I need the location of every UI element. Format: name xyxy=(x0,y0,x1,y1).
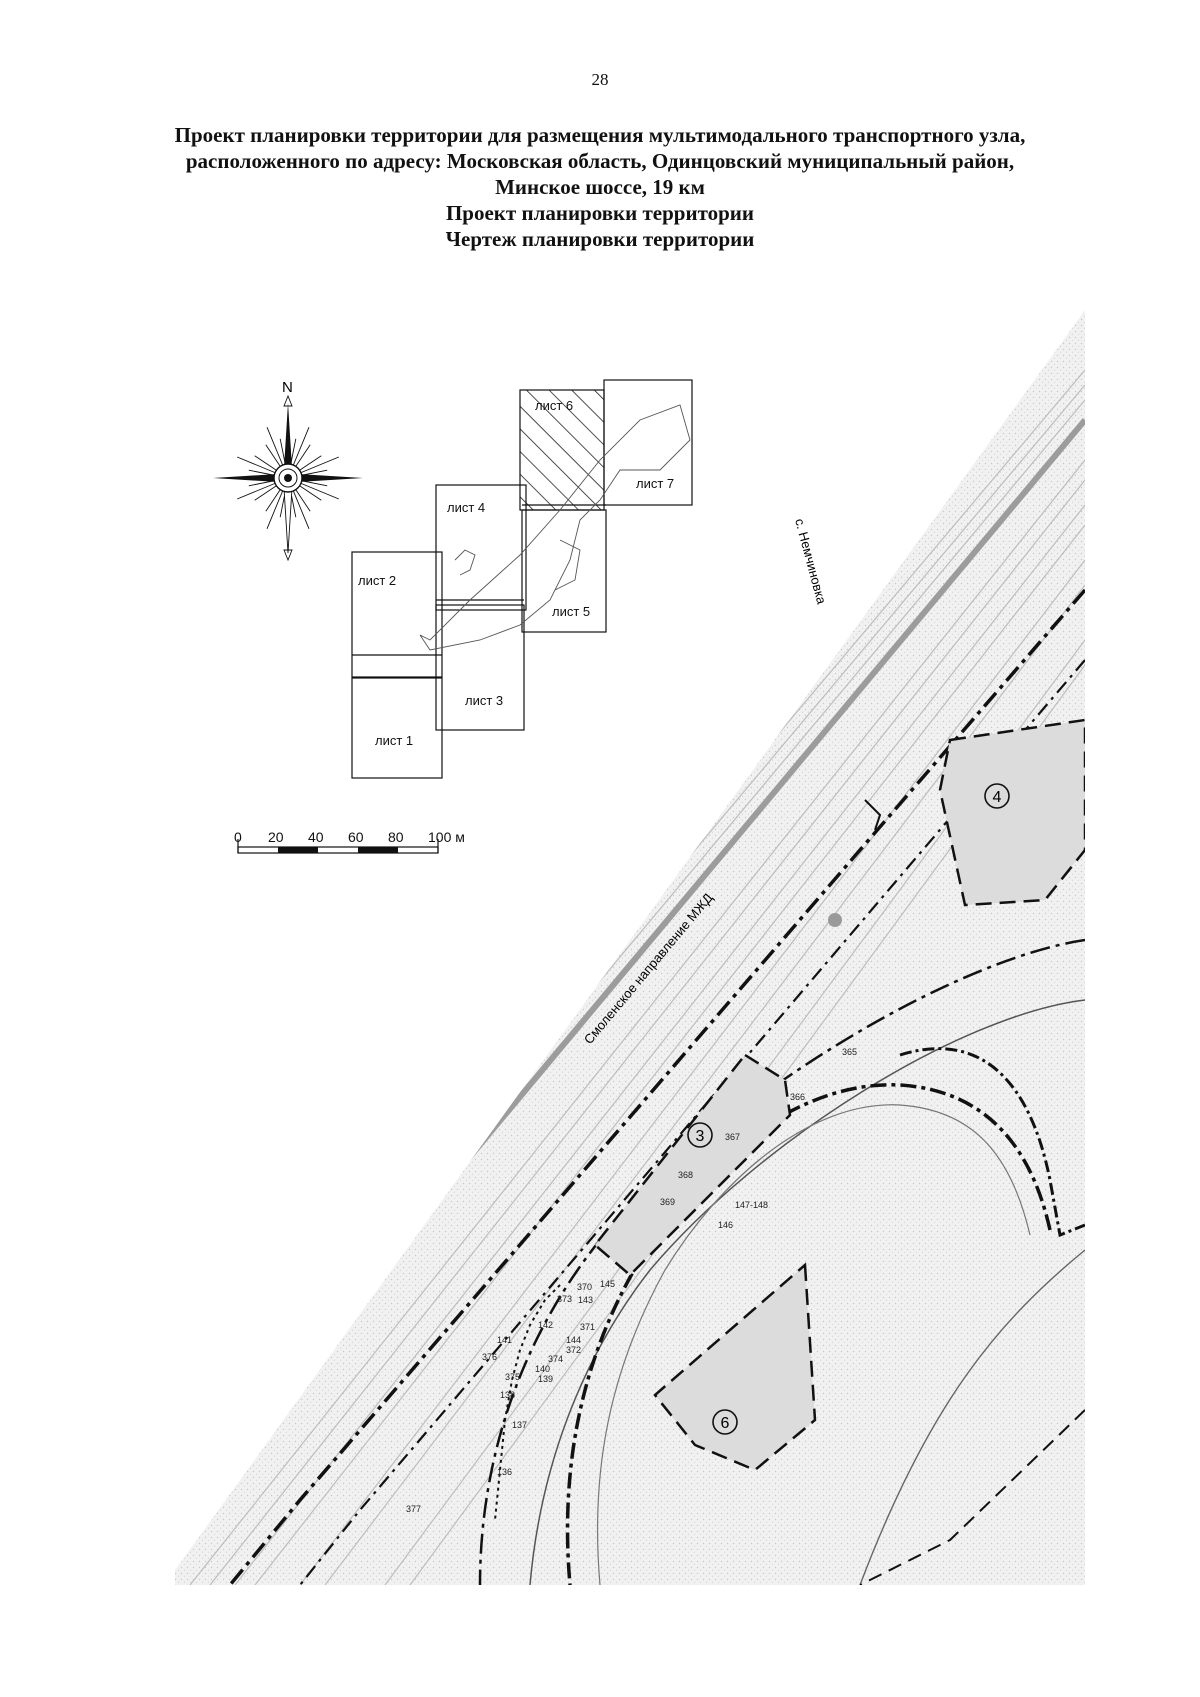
zone-4-number: 4 xyxy=(993,789,1002,806)
scale-tick-20: 20 xyxy=(268,829,284,845)
direction-arrow-head xyxy=(777,518,792,540)
point-367: 367 xyxy=(725,1132,740,1142)
red-line-1 xyxy=(228,588,1085,1585)
point-147-148: 147-148 xyxy=(735,1200,768,1210)
point-377: 377 xyxy=(406,1504,421,1514)
zone-4-area xyxy=(938,718,1085,907)
scale-tick-100: 100 м xyxy=(428,829,465,845)
point-144: 144 xyxy=(566,1335,581,1345)
scale-tick-80: 80 xyxy=(388,829,404,845)
sheet-5-label: лист 5 xyxy=(552,604,590,619)
point-146: 146 xyxy=(718,1220,733,1230)
point-366: 366 xyxy=(790,1092,805,1102)
point-136: 136 xyxy=(497,1467,512,1477)
sheet-7-frame xyxy=(603,379,693,506)
utility-point xyxy=(828,913,842,927)
interchange-loop xyxy=(565,1083,1052,1585)
compass-rose: N xyxy=(213,379,363,562)
point-371: 371 xyxy=(580,1322,595,1332)
sheet-3-frame xyxy=(435,604,525,731)
sheet-6-label: лист 6 xyxy=(535,398,573,413)
zone-3-marker: 3 xyxy=(687,1122,713,1148)
sheet-7-label: лист 7 xyxy=(636,476,674,491)
point-labels: 365 366 367 368 369 147-148 146 370 145 … xyxy=(406,1047,857,1514)
compass-north-label: N xyxy=(282,379,293,396)
point-373: 373 xyxy=(557,1294,572,1304)
point-139: 139 xyxy=(538,1374,553,1384)
sheet-2-frame xyxy=(351,551,443,678)
point-145: 145 xyxy=(600,1279,615,1289)
lower-right-road xyxy=(859,1249,1085,1585)
parcel-boundary xyxy=(494,1284,561,1521)
title-line-1: Проект планировки территории для размеще… xyxy=(174,123,1026,147)
sheet-4-label: лист 4 xyxy=(447,500,485,515)
point-376: 376 xyxy=(482,1352,497,1362)
title-line-4: Проект планировки территории xyxy=(445,201,755,225)
title-line-3: Минское шоссе, 19 км xyxy=(495,175,705,199)
connector-line xyxy=(864,799,882,831)
point-141: 141 xyxy=(497,1335,512,1345)
point-143: 143 xyxy=(578,1295,593,1305)
scale-tick-0: 0 xyxy=(234,829,242,845)
point-142: 142 xyxy=(538,1320,553,1330)
sheet-1-frame xyxy=(351,677,443,779)
ring-road-inner xyxy=(529,999,1085,1585)
point-370: 370 xyxy=(577,1282,592,1292)
sheet-3-label: лист 3 xyxy=(465,693,503,708)
key-map: лист 1 лист 2 лист 3 лист 4 лист 5 лист … xyxy=(351,379,693,779)
point-365: 365 xyxy=(842,1047,857,1057)
zone-6-area xyxy=(653,1262,817,1472)
site-outline xyxy=(419,404,691,651)
page-number: 28 xyxy=(591,70,609,89)
zone-6-number: 6 xyxy=(721,1415,730,1432)
title-line-5: Чертеж планировки территории xyxy=(445,227,755,251)
scale-bar: 0 20 40 60 80 100 м xyxy=(234,829,465,854)
point-368: 368 xyxy=(678,1170,693,1180)
interchange-loop-inner xyxy=(596,1104,1031,1585)
point-375: 375 xyxy=(505,1372,520,1382)
direction-label: с. Немчиновка xyxy=(792,517,829,606)
scale-tick-40: 40 xyxy=(308,829,324,845)
title-line-2: расположенного по адресу: Московская обл… xyxy=(185,149,1015,173)
zone-4-marker: 4 xyxy=(984,783,1010,809)
point-374: 374 xyxy=(548,1354,563,1364)
zone-3-area xyxy=(593,1053,792,1277)
sheet-5-frame xyxy=(521,509,607,633)
point-369: 369 xyxy=(660,1197,675,1207)
lower-right-boundary xyxy=(859,1409,1085,1585)
site-plan xyxy=(175,310,1085,1585)
document-title: Проект планировки территории для размеще… xyxy=(60,122,1140,252)
sheet-2-label: лист 2 xyxy=(358,573,396,588)
point-137: 137 xyxy=(512,1420,527,1430)
sheet-1-label: лист 1 xyxy=(375,733,413,748)
point-372: 372 xyxy=(566,1345,581,1355)
sheet-4-frame xyxy=(435,484,527,611)
plan-background xyxy=(175,310,1085,1585)
point-138: 138 xyxy=(500,1390,515,1400)
zone-6-marker: 6 xyxy=(712,1409,738,1435)
scale-tick-60: 60 xyxy=(348,829,364,845)
right-curve xyxy=(899,1047,1085,1238)
point-140: 140 xyxy=(535,1364,550,1374)
zone-3-number: 3 xyxy=(696,1128,705,1145)
